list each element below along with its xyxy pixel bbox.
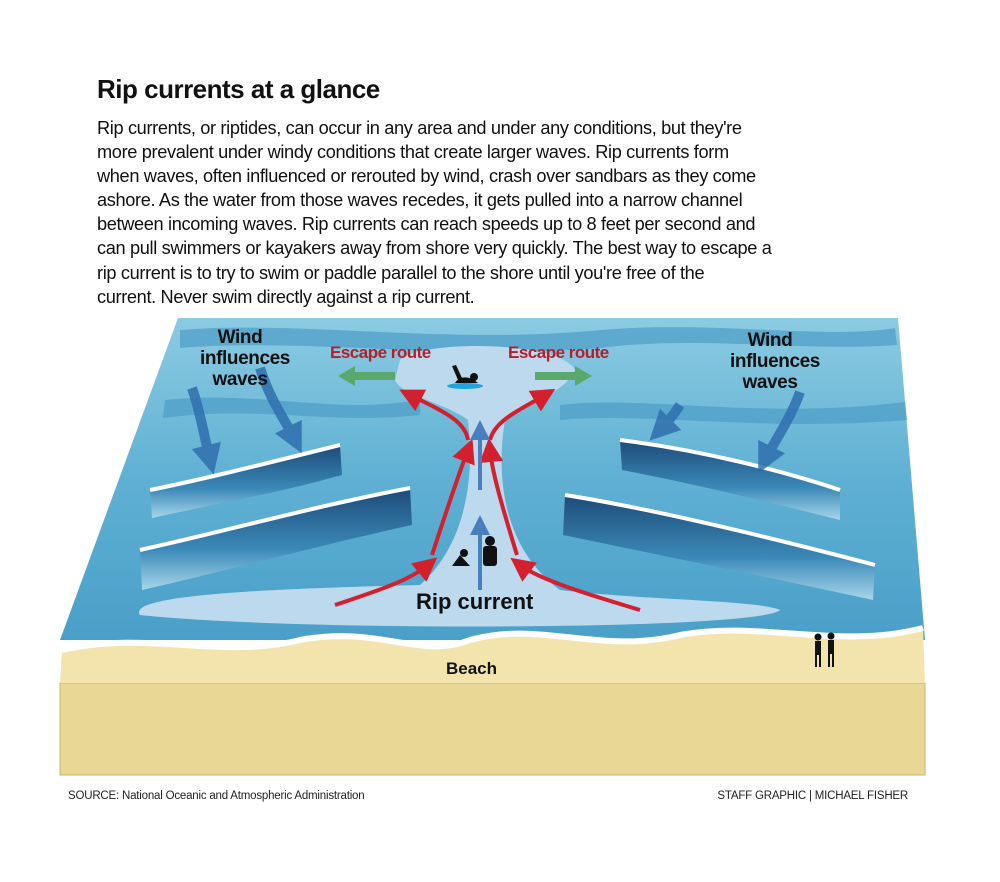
intro-line: ashore. As the water from those waves re… [97,190,743,211]
escape-route-label-right: Escape route [508,343,609,362]
intro-line: between incoming waves. Rip currents can… [97,214,756,235]
wind-label-line: influences [200,348,290,369]
escape-route-arrows [338,366,592,386]
wind-label-right: Wind influences waves [730,330,820,393]
beachgoers-icon [814,632,835,667]
wind-label-line: Wind [747,330,793,351]
source-note: SOURCE: National Oceanic and Atmospheric… [68,790,365,802]
intro-line: Rip currents, or riptides, can occur in … [97,118,742,138]
people-in-water-icon [452,536,497,566]
beach-label: Beach [446,659,498,678]
rip-channel [139,346,780,627]
offshore-swell-bands [163,327,907,424]
beach-sand [60,628,925,683]
credit-note: STAFF GRAPHIC | MICHAEL FISHER [717,790,908,802]
wind-label-line: waves [212,369,268,390]
wind-label-left: Wind influences waves [200,327,290,390]
shoreline-foam [61,625,924,653]
rip-current-label: Rip current [416,589,534,614]
intro-line: more prevalent under windy conditions th… [97,142,729,163]
intro-line: when waves, often influenced or rerouted… [97,166,756,187]
intro-line: can pull swimmers or kayakers away from … [97,238,772,259]
escape-route-label-left: Escape route [330,343,431,362]
sand-cross-section [59,682,926,776]
breaking-waves [139,438,876,600]
intro-line: current. Never swim directly against a r… [97,286,475,307]
rip-current-arrows [334,388,641,612]
intro-text: Rip currents, or riptides, can occur in … [97,116,772,309]
wind-label-line: Wind [217,327,263,348]
wind-label-line: waves [742,372,798,393]
page-title: Rip currents at a glance [97,74,380,104]
wind-label-line: influences [730,351,820,372]
wind-arrows [187,366,805,475]
intro-line: rip current is to try to swim or paddle … [97,262,705,283]
swimmer-icon [447,365,483,389]
